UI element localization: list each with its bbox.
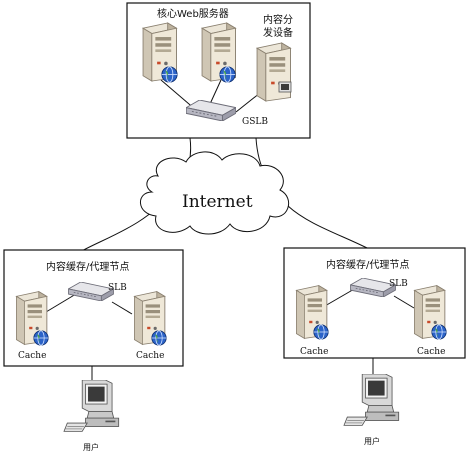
right-cache-server-2 [413, 285, 447, 340]
internet-label: Internet [182, 192, 253, 212]
left-cache-server-2 [133, 291, 167, 346]
distribution-label-2: 发设备 [263, 26, 293, 39]
core-title: 核心Web服务器 [157, 7, 229, 20]
globe-icon [161, 66, 178, 83]
core-web-server-2 [201, 22, 236, 83]
right-cache-label-1: Cache [300, 347, 328, 357]
left-cache-label-1: Cache [18, 351, 46, 361]
left-user-label: 用户 [83, 442, 99, 452]
internet-cloud: Internet [140, 151, 290, 235]
right-user-label: 用户 [364, 436, 380, 446]
left-cache-label-2: Cache [136, 351, 164, 361]
left-cache-server-1 [15, 291, 49, 346]
content-distribution-server [256, 42, 292, 102]
workstation-icon [63, 380, 120, 432]
right-cache-server-1 [295, 285, 329, 340]
core-web-server-1 [142, 22, 178, 83]
left-slb-label: SLB [108, 283, 127, 293]
cloud-icon [140, 151, 290, 235]
left-node-title: 内容缓存/代理节点 [46, 260, 129, 273]
right-node-title: 内容缓存/代理节点 [326, 258, 409, 271]
gslb-label: GSLB [242, 117, 268, 127]
left-user-workstation [63, 380, 120, 432]
right-user-workstation [343, 374, 400, 426]
workstation-icon [343, 374, 400, 426]
globe-icon [219, 66, 236, 83]
globe-icon [431, 324, 447, 340]
right-cache-label-2: Cache [417, 347, 445, 357]
globe-icon [151, 330, 167, 346]
right-slb-label: SLB [389, 279, 408, 289]
globe-icon [33, 330, 49, 346]
globe-icon [313, 324, 329, 340]
distribution-label-1: 内容分 [263, 13, 293, 26]
